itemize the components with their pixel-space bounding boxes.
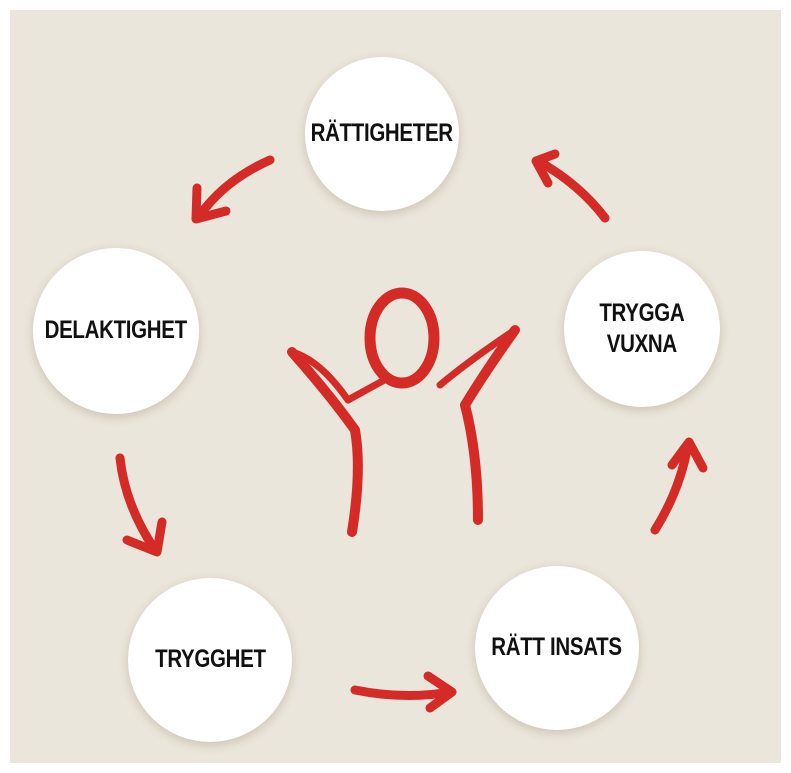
arrow-trygghet-to-ratt-insats <box>350 671 457 713</box>
node-delaktighet: DELAKTIGHET <box>33 248 199 414</box>
node-trygghet: TRYGGHET <box>128 578 292 742</box>
arrow-rattigheter-to-delaktighet <box>191 155 275 224</box>
node-rattigheter: RÄTTIGHETER <box>305 57 459 211</box>
node-label: RÄTT INSATS <box>491 633 623 662</box>
arrow-ratt-insats-to-trygga-vuxna <box>650 437 708 535</box>
node-label: TRYGGA VUXNA <box>599 298 685 358</box>
node-label: DELAKTIGHET <box>44 316 188 345</box>
node-ratt-insats: RÄTT INSATS <box>475 566 639 730</box>
node-trygga-vuxna: TRYGGA VUXNA <box>564 251 720 407</box>
node-label: TRYGGHET <box>154 645 266 674</box>
arrow-delaktighet-to-trygghet <box>115 453 167 557</box>
person-raised-arms-icon <box>287 287 520 537</box>
node-label: RÄTTIGHETER <box>310 119 454 148</box>
arrow-trygga-vuxna-to-rattigheter <box>531 149 610 223</box>
